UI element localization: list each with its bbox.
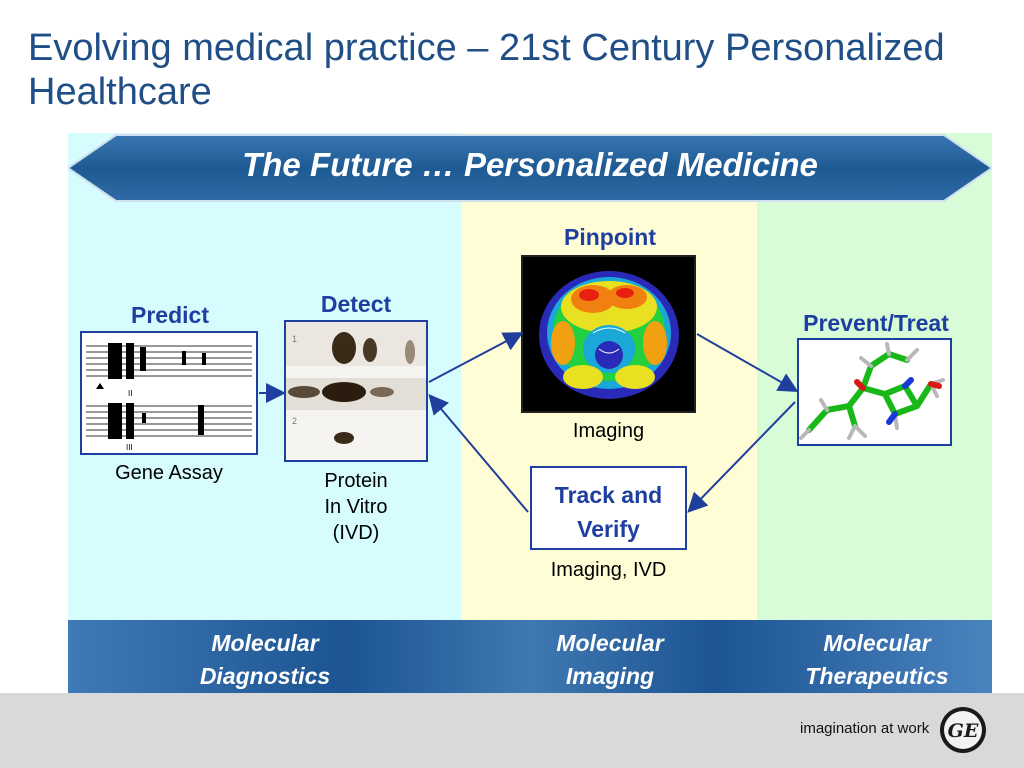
- footer-imaging-line-2: Imaging: [565, 663, 655, 689]
- slide-title: Evolving medical practice – 21st Century…: [28, 27, 945, 113]
- protein-caption-line-2: In Vitro: [324, 496, 388, 518]
- gel-lane-mark-1: 1: [292, 334, 298, 344]
- sequence-mark-ii: II: [128, 389, 133, 398]
- footer-categories-bar: [68, 620, 992, 693]
- footer-diagnostics-line-1: Molecular: [211, 630, 319, 656]
- footer-molecular-therapeutics: Molecular Therapeutics: [762, 627, 992, 693]
- footer-molecular-imaging: Molecular Imaging: [495, 627, 725, 693]
- detect-label: Detect: [320, 291, 392, 317]
- ge-logo-icon: GE: [940, 707, 986, 753]
- footer-diagnostics-line-2: Diagnostics: [199, 663, 331, 689]
- imaging-caption: Imaging: [572, 420, 645, 442]
- track-verify-line-2: Verify: [577, 516, 640, 542]
- molecule-image: [797, 338, 952, 446]
- molecule-graphic: [799, 342, 945, 440]
- ge-logo-text: GE: [948, 720, 979, 742]
- footer-imaging-line-1: Molecular: [556, 630, 664, 656]
- banner-text: The Future … Personalized Medicine: [242, 146, 818, 183]
- protein-caption-line-3: (IVD): [332, 522, 380, 544]
- imaging-ivd-caption: Imaging, IVD: [550, 559, 667, 581]
- protein-caption: Protein In Vitro (IVD): [296, 468, 416, 546]
- predict-label: Predict: [131, 302, 209, 328]
- gel-lane-mark-2: 2: [292, 416, 298, 426]
- pet-scan-graphic: [523, 257, 694, 411]
- footer-therapeutics-line-1: Molecular: [823, 630, 931, 656]
- brand-tagline: imagination at work: [800, 720, 930, 737]
- footer-molecular-diagnostics: Molecular Diagnostics: [150, 627, 380, 693]
- protein-gel-image: 1 2: [284, 320, 428, 462]
- gene-assay-image: II III: [80, 331, 258, 455]
- pinpoint-label: Pinpoint: [564, 224, 656, 250]
- gene-assay-caption: Gene Assay: [115, 462, 223, 484]
- track-verify-line-1: Track and: [554, 482, 663, 508]
- future-banner: [68, 134, 992, 202]
- footer-therapeutics-line-2: Therapeutics: [805, 663, 949, 689]
- track-verify-box: Track and Verify: [530, 466, 687, 550]
- sequence-alignment-graphic: [86, 343, 252, 439]
- bottom-strip: [0, 693, 1024, 768]
- brain-scan-image: [521, 255, 696, 413]
- protein-caption-line-1: Protein: [324, 470, 388, 492]
- prevent-treat-label: Prevent/Treat: [803, 310, 949, 336]
- track-verify-label: Track and Verify: [532, 478, 685, 546]
- gel-blot-graphic: [286, 322, 426, 460]
- sequence-mark-iii: III: [126, 443, 133, 452]
